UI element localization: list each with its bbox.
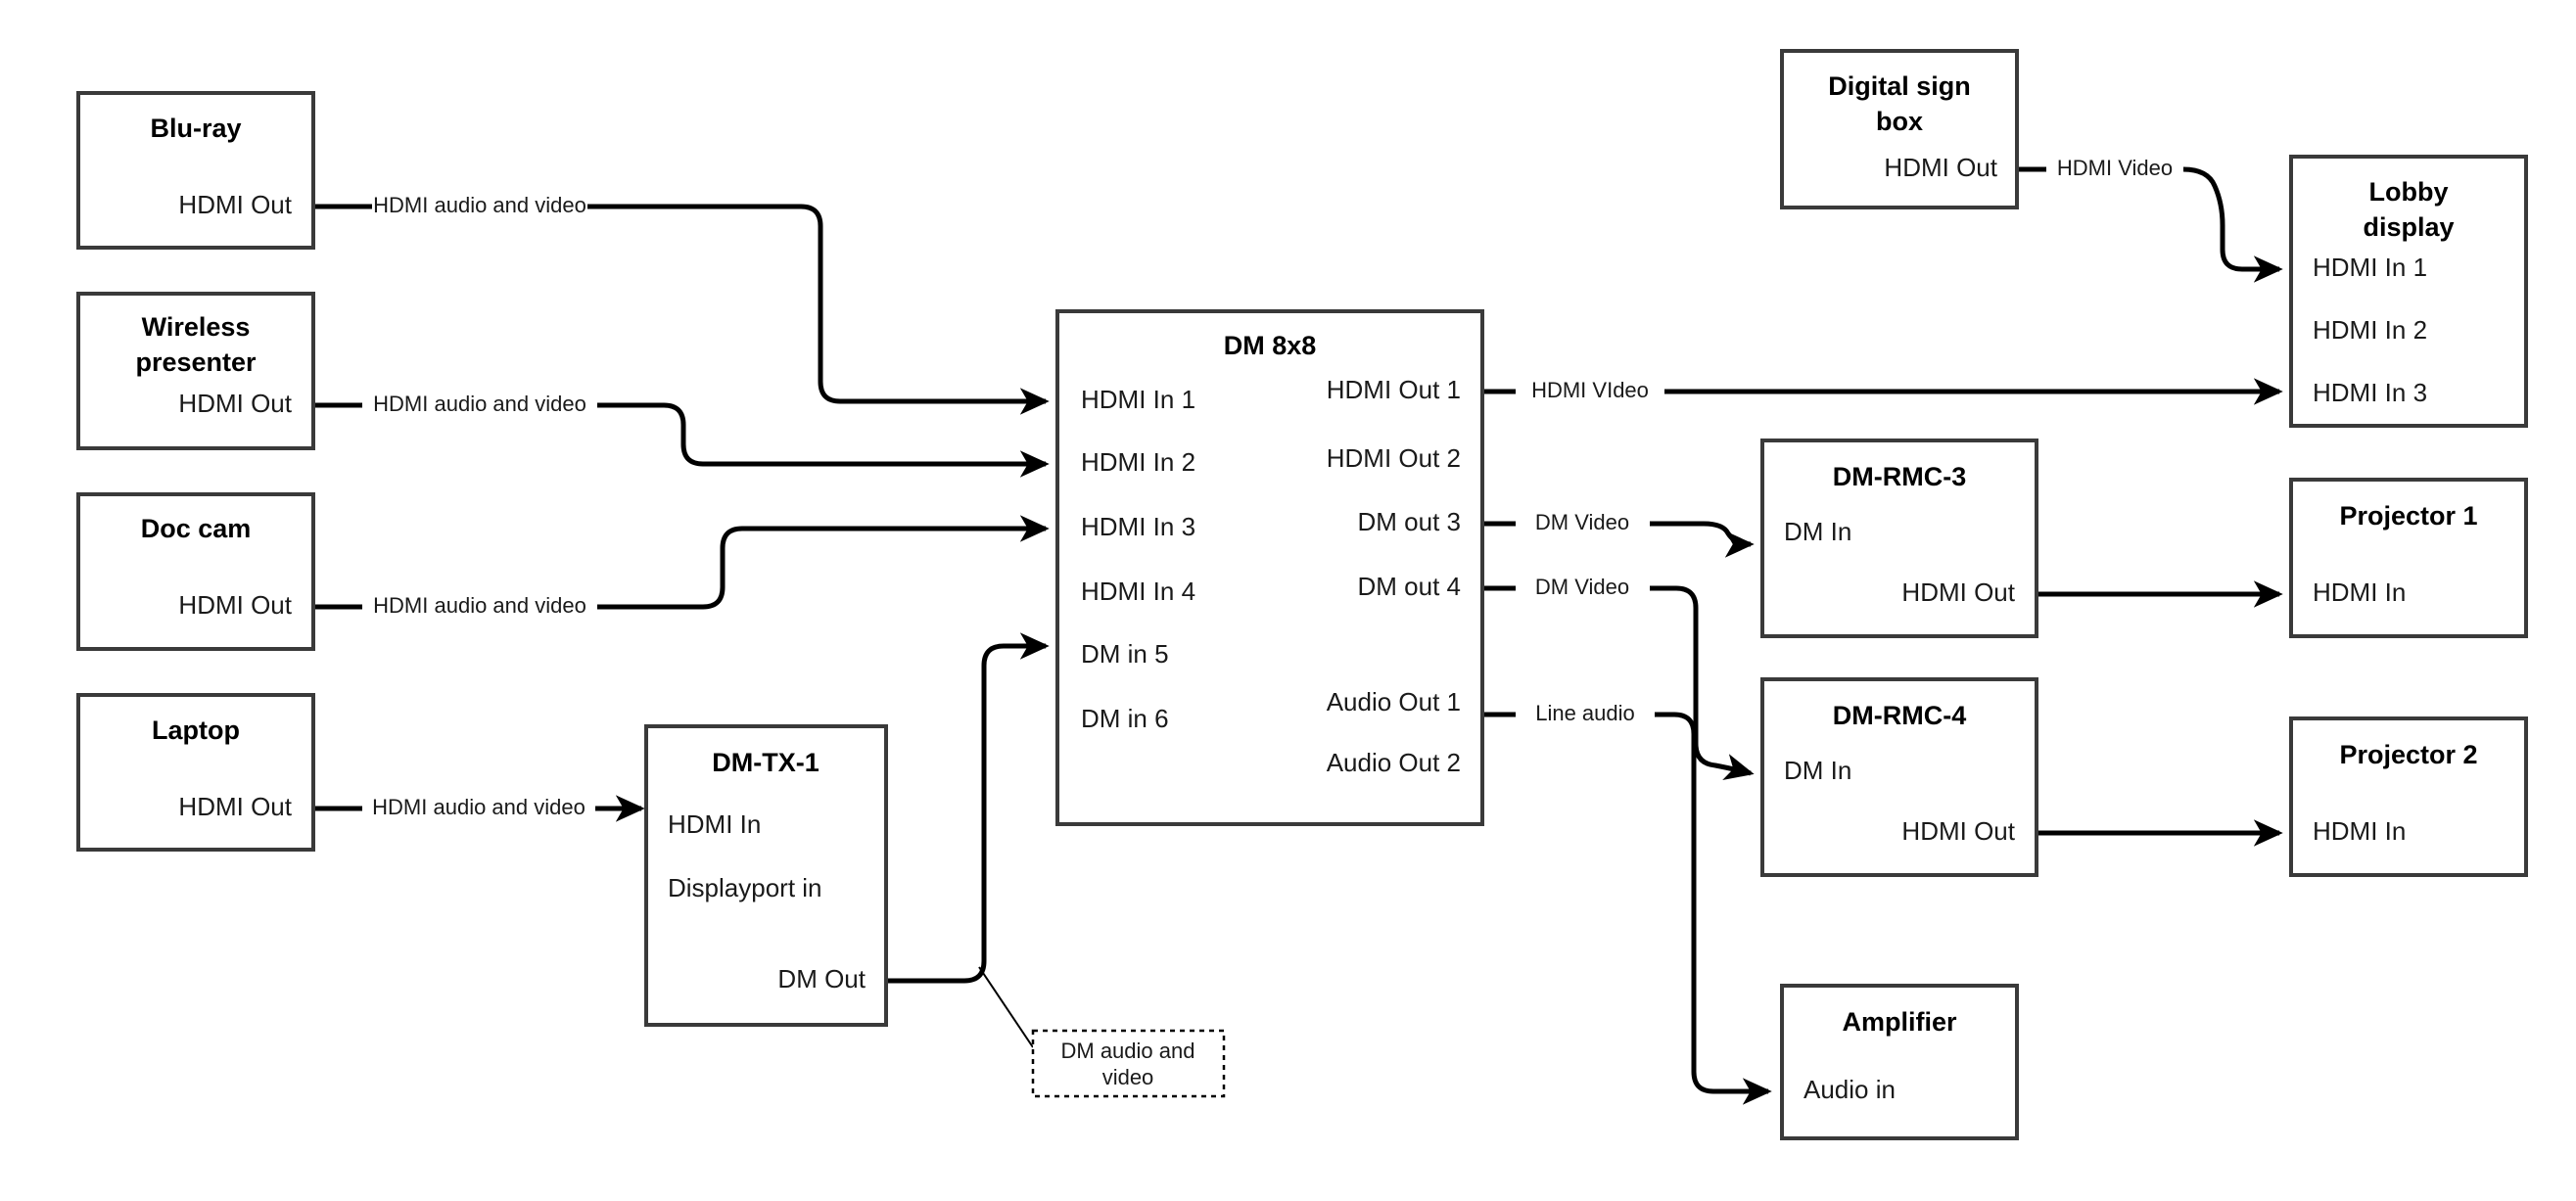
node-dm-rmc-3-box	[1760, 439, 2038, 638]
node-lobby-display-box	[2289, 155, 2528, 428]
node-lobby-display-title-line1: Lobby	[2369, 177, 2449, 207]
callout-dm-audio-and-video-box	[1031, 1029, 1226, 1098]
node-laptop-port-hdmi-out: HDMI Out	[178, 792, 292, 821]
link-wireless-to-dm8x8	[313, 402, 1046, 464]
node-dm-tx-1-port-hdmi-in: HDMI In	[668, 809, 761, 839]
node-lobby-display-input-hdmi-in-2: HDMI In 2	[2313, 315, 2427, 345]
node-digital-sign-box-title-line2: box	[1876, 107, 1923, 136]
node-projector-2[interactable]: Projector 2 HDMI In	[2289, 716, 2528, 877]
node-dm-rmc-3-port-hdmi-out: HDMI Out	[1901, 577, 2015, 607]
node-projector-2-title: Projector 2	[2339, 740, 2477, 769]
node-dm-tx-1-title: DM-TX-1	[712, 748, 820, 777]
node-projector-1-title: Projector 1	[2339, 501, 2477, 531]
edge-label-dm8x8-audio-out-1: Line audio	[1535, 701, 1635, 725]
node-dm-rmc-4[interactable]: DM-RMC-4 DM In HDMI Out	[1760, 677, 2038, 877]
node-amplifier-title: Amplifier	[1842, 1007, 1957, 1037]
node-projector-1-box	[2289, 478, 2528, 638]
node-dm-rmc-4-port-dm-in: DM In	[1784, 756, 1851, 785]
node-dm-tx-1-port-dm-out: DM Out	[777, 964, 866, 993]
node-dm-rmc-4-title: DM-RMC-4	[1833, 701, 1966, 730]
node-bluray[interactable]: Blu-ray HDMI Out	[76, 91, 315, 250]
node-dm-8x8-input-hdmi-in-3: HDMI In 3	[1081, 512, 1195, 541]
callout-dm-audio-and-video: DM audio and video	[1031, 1029, 1226, 1098]
node-dm-8x8-output-hdmi-out-1: HDMI Out 1	[1327, 375, 1461, 404]
node-dm-8x8-input-hdmi-in-1: HDMI In 1	[1081, 385, 1195, 414]
node-dm-8x8-output-dm-out-4: DM out 4	[1358, 572, 1462, 601]
node-digital-sign-box[interactable]: Digital sign box HDMI Out	[1780, 49, 2019, 209]
node-amplifier[interactable]: Amplifier Audio in	[1780, 984, 2019, 1140]
node-laptop-box	[76, 693, 315, 852]
edge-label-dm8x8-hdmi-out-1: HDMI VIdeo	[1531, 378, 1649, 402]
link-dm8x8-to-dmrmc3	[1482, 524, 1751, 544]
node-dm-tx-1-box	[644, 724, 888, 1027]
node-wireless-presenter-title-line2: presenter	[135, 347, 257, 377]
node-dm-8x8[interactable]: DM 8x8 HDMI In 1 HDMI In 2 HDMI In 3 HDM…	[1055, 309, 1484, 826]
node-wireless-presenter-box	[76, 292, 315, 450]
node-dm-8x8-output-dm-out-3: DM out 3	[1358, 507, 1462, 536]
node-projector-2-box	[2289, 716, 2528, 877]
callout-leader-line	[978, 966, 1034, 1048]
node-wireless-presenter-title-line1: Wireless	[142, 312, 251, 342]
node-dm-8x8-title: DM 8x8	[1224, 331, 1317, 360]
node-dm-8x8-box	[1055, 309, 1484, 826]
node-dm-tx-1[interactable]: DM-TX-1 HDMI In Displayport in DM Out	[644, 724, 888, 1027]
node-dm-tx-1-port-displayport-in: Displayport in	[668, 873, 822, 902]
node-dm-8x8-input-hdmi-in-2: HDMI In 2	[1081, 447, 1195, 477]
node-wireless-presenter[interactable]: Wireless presenter HDMI Out	[76, 292, 315, 450]
node-dm-rmc-4-port-hdmi-out: HDMI Out	[1901, 816, 2015, 846]
node-digital-sign-box-port-hdmi-out: HDMI Out	[1884, 153, 1997, 182]
edge-label-digitalsign-to-lobby: HDMI Video	[2057, 156, 2173, 180]
node-dm-8x8-input-hdmi-in-4: HDMI In 4	[1081, 577, 1195, 606]
node-amplifier-port-audio-in: Audio in	[1803, 1075, 1896, 1104]
node-dm-8x8-output-hdmi-out-2: HDMI Out 2	[1327, 443, 1461, 473]
node-digital-sign-box-title-line1: Digital sign	[1828, 71, 1971, 101]
node-doc-cam[interactable]: Doc cam HDMI Out	[76, 492, 315, 651]
edge-label-bluray-to-dm8x8: HDMI audio and video	[373, 193, 586, 217]
node-doc-cam-title: Doc cam	[141, 514, 252, 543]
link-digitalsign-to-lobby	[2017, 166, 2279, 269]
node-dm-8x8-input-dm-in-5: DM in 5	[1081, 639, 1169, 669]
node-lobby-display-input-hdmi-in-1: HDMI In 1	[2313, 253, 2427, 282]
edge-label-laptop-to-dmtx1: HDMI audio and video	[372, 795, 585, 819]
node-lobby-display[interactable]: Lobby display HDMI In 1 HDMI In 2 HDMI I…	[2289, 155, 2528, 428]
node-laptop[interactable]: Laptop HDMI Out	[76, 693, 315, 852]
node-bluray-title: Blu-ray	[150, 114, 241, 143]
node-dm-rmc-3-title: DM-RMC-3	[1833, 462, 1966, 491]
node-amplifier-box	[1780, 984, 2019, 1140]
node-bluray-box	[76, 91, 315, 250]
node-dm-rmc-3[interactable]: DM-RMC-3 DM In HDMI Out	[1760, 439, 2038, 638]
link-bluray-to-dm8x8	[313, 204, 1046, 401]
edge-label-doccam-to-dm8x8: HDMI audio and video	[373, 593, 586, 618]
callout-dm-audio-and-video-line2: video	[1102, 1065, 1154, 1089]
node-projector-1-port-hdmi-in: HDMI In	[2313, 577, 2406, 607]
node-dm-8x8-input-dm-in-6: DM in 6	[1081, 704, 1169, 733]
node-lobby-display-input-hdmi-in-3: HDMI In 3	[2313, 378, 2427, 407]
link-doccam-to-dm8x8	[313, 529, 1046, 610]
node-wireless-presenter-port-hdmi-out: HDMI Out	[178, 389, 292, 418]
node-lobby-display-title-line2: display	[2363, 212, 2454, 242]
link-dm8x8-to-dmrmc4	[1482, 585, 1751, 773]
node-doc-cam-port-hdmi-out: HDMI Out	[178, 590, 292, 620]
node-projector-1[interactable]: Projector 1 HDMI In	[2289, 478, 2528, 638]
link-dmtx1-to-dm8x8	[886, 632, 1050, 984]
edge-label-dm8x8-dm-out-4: DM Video	[1535, 575, 1629, 599]
node-doc-cam-box	[76, 492, 315, 651]
node-dm-rmc-3-port-dm-in: DM In	[1784, 517, 1851, 546]
node-laptop-title: Laptop	[152, 716, 240, 745]
edge-label-dm8x8-dm-out-3: DM Video	[1535, 510, 1629, 534]
node-projector-2-port-hdmi-in: HDMI In	[2313, 816, 2406, 846]
edge-label-wireless-to-dm8x8: HDMI audio and video	[373, 392, 586, 416]
node-bluray-port-hdmi-out: HDMI Out	[178, 190, 292, 219]
node-dm-8x8-output-audio-out-1: Audio Out 1	[1327, 687, 1461, 716]
node-dm-rmc-4-box	[1760, 677, 2038, 877]
node-dm-8x8-output-audio-out-2: Audio Out 2	[1327, 748, 1461, 777]
link-dm8x8-to-amplifier	[1482, 712, 1768, 1091]
callout-dm-audio-and-video-line1: DM audio and	[1061, 1039, 1195, 1063]
node-digital-sign-box-box	[1780, 49, 2019, 209]
